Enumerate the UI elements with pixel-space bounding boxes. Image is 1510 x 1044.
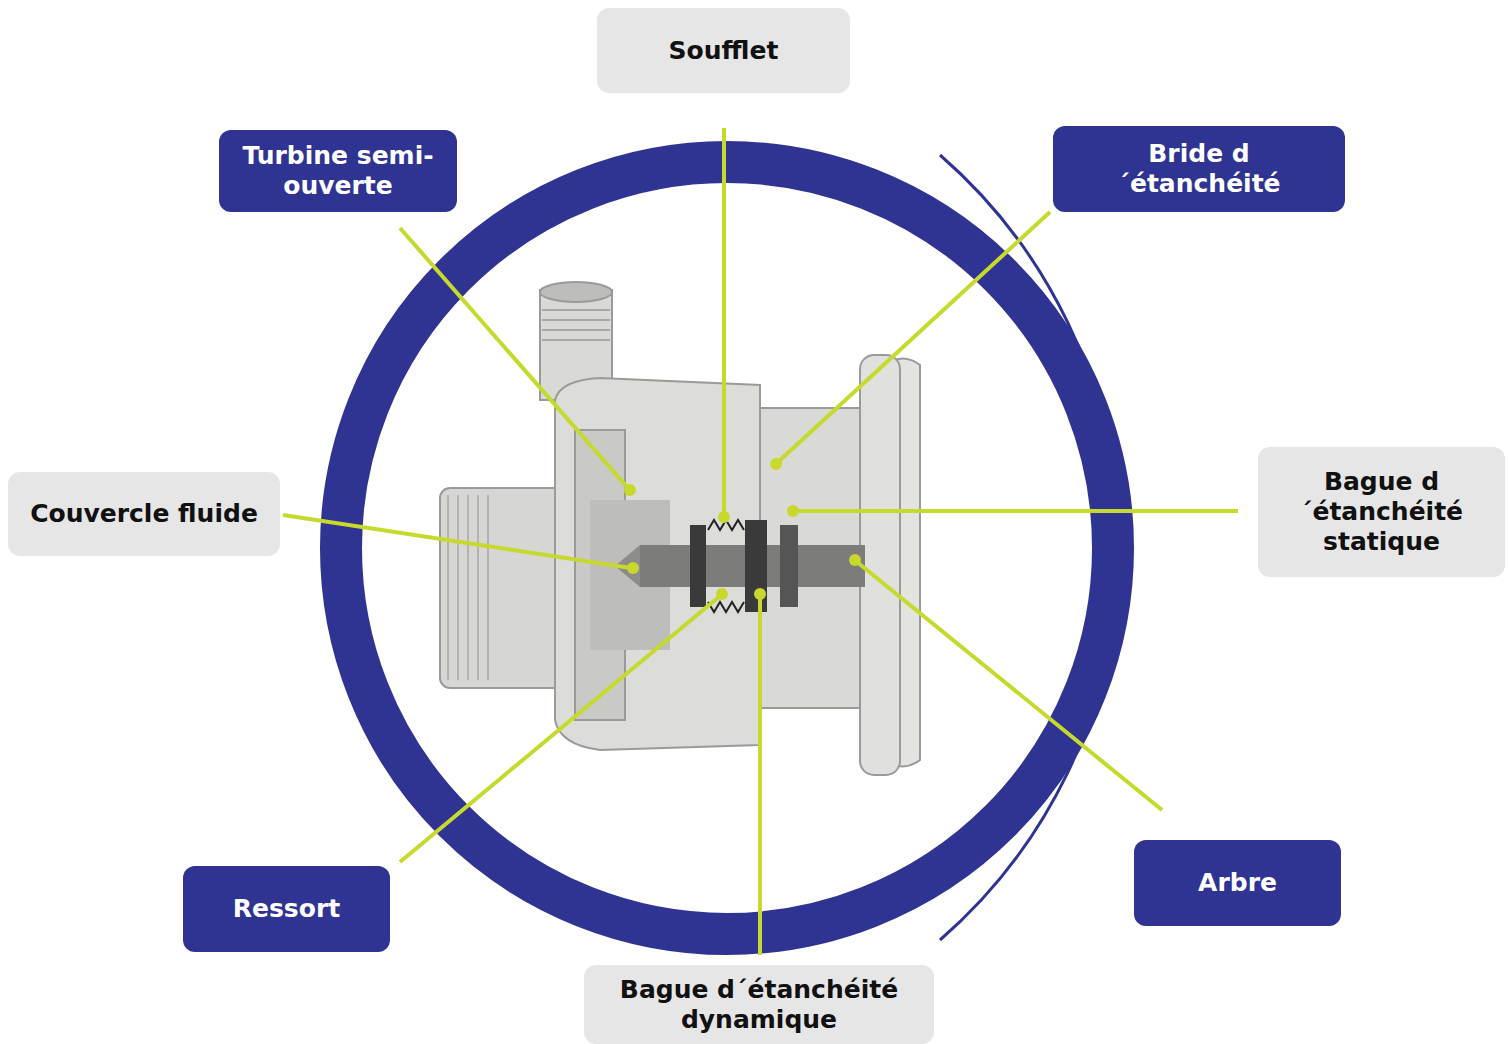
part-name: Ressort: [233, 894, 340, 924]
spring-label: Ressort: [183, 866, 390, 952]
static-seal-label: Bague d´étanchéité statique: [1258, 447, 1505, 577]
part-name: Bague d´étanchéité dynamique: [609, 975, 909, 1035]
dynamic-seal-label: Bague d´étanchéité dynamique: [584, 965, 934, 1044]
shaft-label: Arbre: [1134, 840, 1341, 926]
bellows-label: Soufflet: [597, 8, 850, 93]
part-name: Bride d´étanchéité: [1093, 139, 1305, 199]
impeller-label: Turbine semi-ouverte: [219, 130, 457, 212]
fluid-cover-label: Couvercle fluide: [8, 472, 280, 556]
part-name: Arbre: [1198, 868, 1277, 898]
part-name: Turbine semi-ouverte: [239, 141, 437, 201]
part-name: Bague d´étanchéité statique: [1272, 467, 1491, 557]
seal-flange-label: Bride d´étanchéité: [1053, 126, 1345, 212]
blue-ring: [341, 162, 1113, 934]
leader-lines: [283, 128, 1238, 955]
part-name: Couvercle fluide: [30, 499, 258, 529]
part-name: Soufflet: [669, 36, 779, 66]
